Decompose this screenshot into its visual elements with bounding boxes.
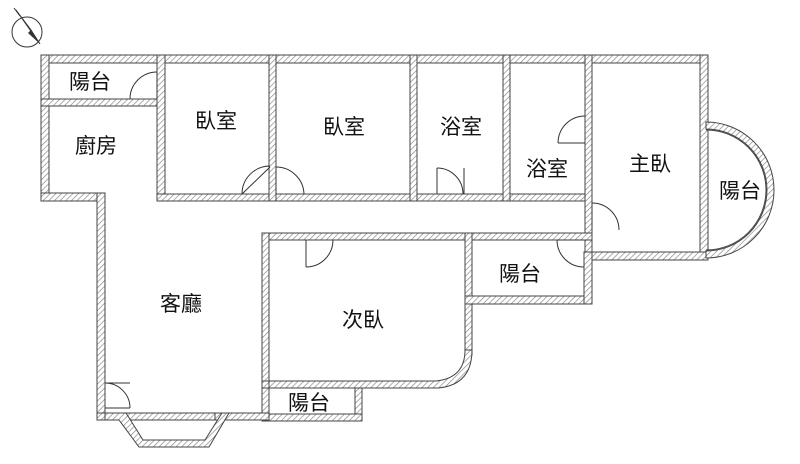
bay-window-wall — [104, 412, 230, 448]
room-label-balcony-bottom: 陽台 — [288, 391, 330, 415]
room-label-bathroom-2: 浴室 — [526, 157, 568, 181]
room-label-master-bedroom: 主臥 — [629, 152, 671, 176]
room-label-balcony-top-left: 陽台 — [69, 70, 111, 94]
round-balcony-wall — [705, 121, 775, 259]
room-label-bathroom-1: 浴室 — [440, 115, 482, 139]
doors — [104, 71, 620, 409]
room-label-balcony-middle: 陽台 — [499, 262, 541, 286]
room-label-second-bedroom: 次臥 — [342, 308, 384, 332]
room-label-balcony-right: 陽台 — [719, 179, 761, 203]
room-label-bedroom-1: 臥室 — [195, 109, 237, 133]
curved-wall — [268, 349, 473, 389]
north-arrow-icon — [11, 7, 43, 48]
room-label-kitchen: 廚房 — [75, 134, 117, 158]
room-label-bedroom-2: 臥室 — [323, 115, 365, 139]
walls — [40, 54, 709, 422]
room-label-living-room: 客廳 — [160, 292, 202, 316]
